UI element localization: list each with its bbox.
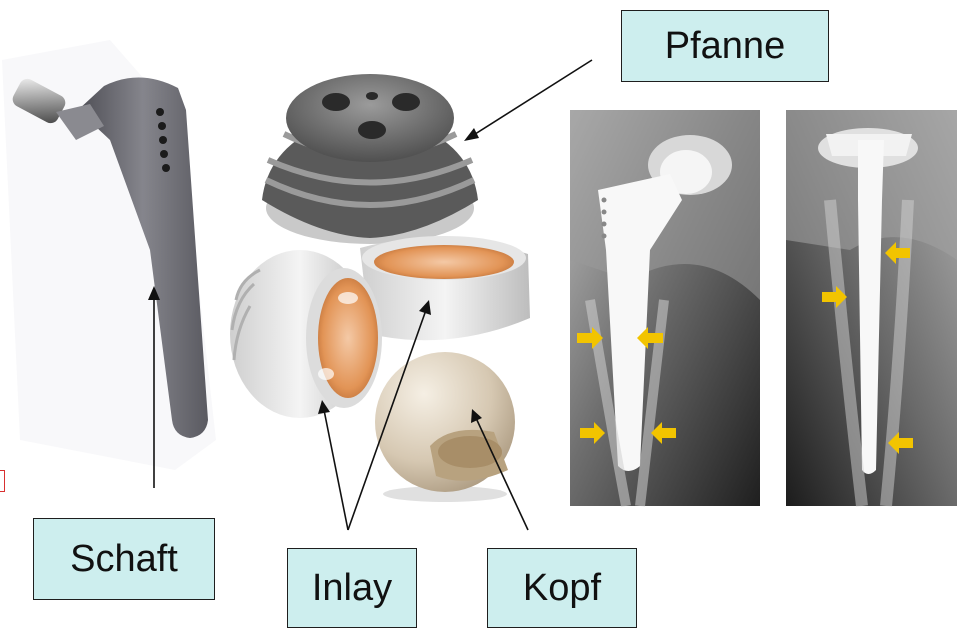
label-schaft-text: Schaft <box>70 538 178 581</box>
xray-image-right <box>786 110 957 506</box>
xray-image-left <box>570 110 760 506</box>
label-schaft: Schaft <box>33 518 215 600</box>
red-bracket-mark <box>0 470 5 492</box>
label-inlay-text: Inlay <box>312 567 392 610</box>
label-inlay: Inlay <box>287 548 417 628</box>
femoral-stem-image <box>2 40 216 470</box>
femoral-head-image <box>375 352 515 502</box>
label-pfanne: Pfanne <box>621 10 829 82</box>
label-pfanne-text: Pfanne <box>665 25 785 68</box>
label-kopf-text: Kopf <box>523 567 601 610</box>
label-kopf: Kopf <box>487 548 637 628</box>
acetabular-cup-image <box>262 74 478 244</box>
